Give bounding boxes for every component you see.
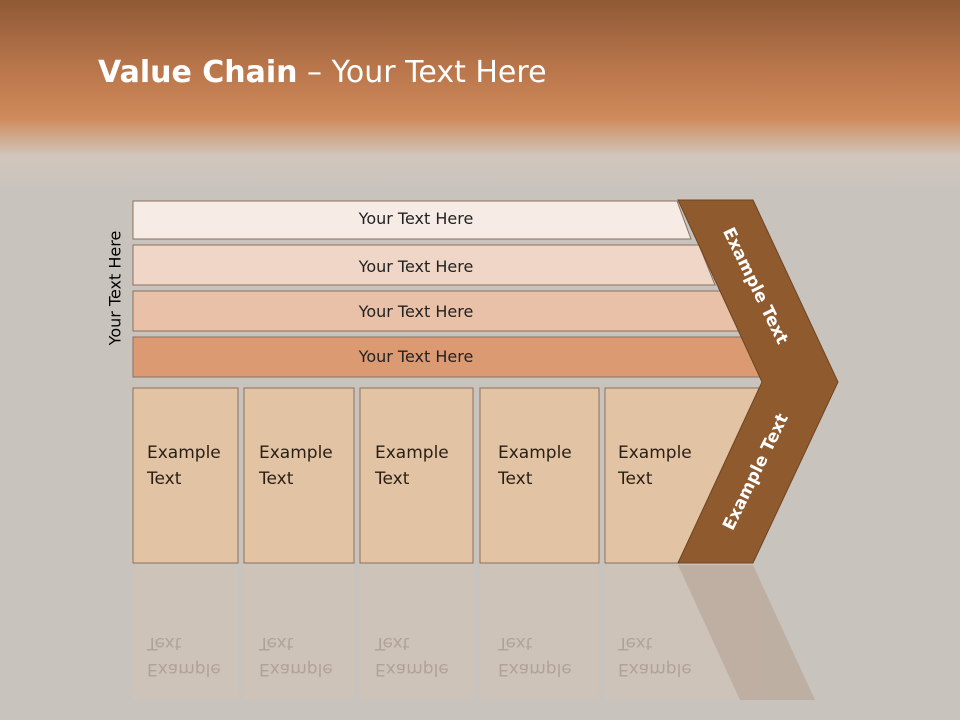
cell-4-reflection: Example Text (498, 633, 572, 679)
cell-2 (243, 387, 355, 564)
cell-4-label: Example Text (498, 443, 572, 489)
cell-1 (132, 387, 239, 564)
band-2-label: Your Text Here (358, 257, 474, 276)
cell-2-label: Example Text (259, 443, 333, 489)
cell-3-label: Example Text (375, 443, 449, 489)
band-4-label: Your Text Here (358, 347, 474, 366)
cell-1-reflection: Example Text (147, 633, 221, 679)
header-band (0, 0, 960, 190)
reflection (133, 565, 815, 700)
band-3-label: Your Text Here (358, 302, 474, 321)
cell-2-reflection: Example Text (259, 633, 333, 679)
band-1 (132, 200, 692, 240)
cell-1-label: Example Text (147, 443, 221, 489)
band-2 (132, 244, 716, 286)
band-1-label: Your Text Here (358, 209, 474, 228)
slide-title: Value Chain – Your Text Here (98, 55, 547, 90)
cell-3-reflection: Example Text (375, 633, 449, 679)
chevron-arrow (677, 199, 839, 564)
cell-5-label: Example Text (618, 443, 692, 489)
cell-5-reflection: Example Text (618, 633, 692, 679)
cell-3 (359, 387, 474, 564)
cell-4 (479, 387, 600, 564)
